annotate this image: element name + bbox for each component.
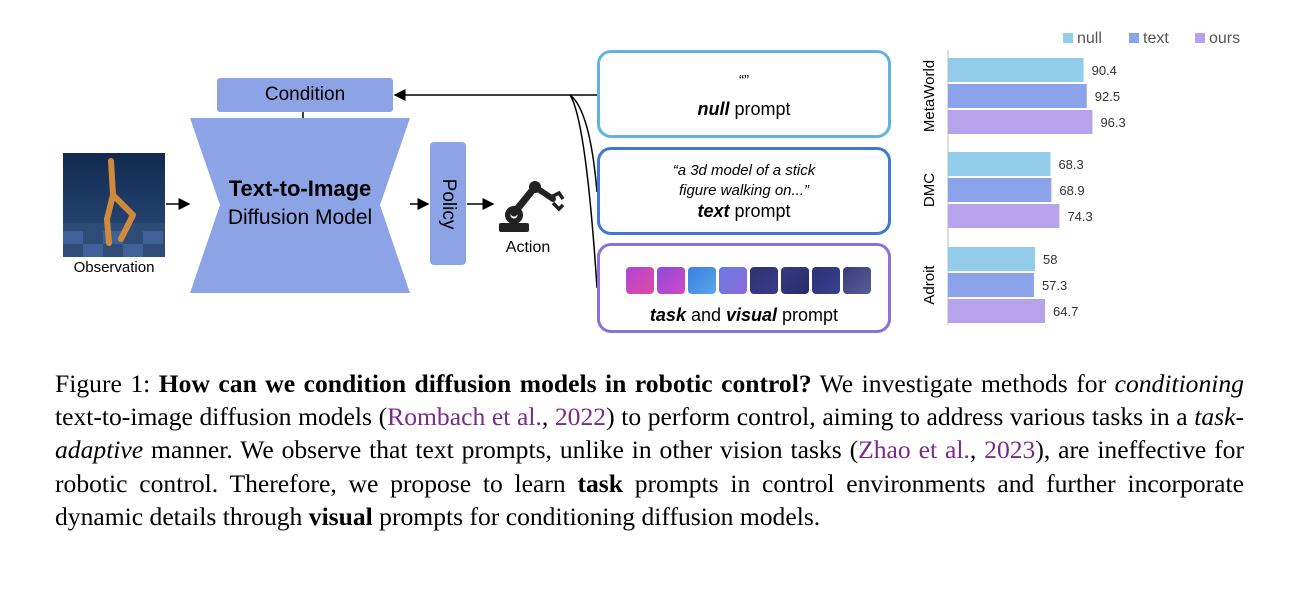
prompt-visual-thumbnail <box>781 267 809 294</box>
visual-prompt-label: task and visual prompt <box>649 305 839 325</box>
bar-dmc-text <box>948 178 1052 202</box>
diffusion-model-block <box>190 118 410 293</box>
bar-value-label: 57.3 <box>1042 278 1067 293</box>
bar-dmc-ours <box>948 204 1060 228</box>
observation-image <box>63 153 165 257</box>
bar-value-label: 74.3 <box>1067 209 1092 224</box>
bar-value-label: 68.3 <box>1058 157 1083 172</box>
prompt-visual-thumbnail <box>750 267 778 294</box>
caption-text: ) to perform control, aiming to address … <box>606 402 1195 432</box>
text-prompt-quote: “a 3d model of a stick figure walking on… <box>672 162 816 199</box>
legend-swatch-null <box>1063 33 1073 43</box>
caption-text: ), are ineffective for robotic control. … <box>55 435 1245 498</box>
visual-prompt-box: task and visual prompt <box>597 243 891 333</box>
caption-text: prompts in control environments and furt… <box>55 468 1244 531</box>
citation-rombach-link[interactable]: Rombach et al., 2022 <box>387 402 607 432</box>
category-label-metaworld: MetaWorld <box>921 60 938 132</box>
text-prompt-label: text prompt <box>697 201 791 221</box>
text-prompt-box: “a 3d model of a stick figure walking on… <box>597 147 891 235</box>
prompt-robot-thumbnail <box>719 267 747 294</box>
bar-metaworld-text <box>948 84 1087 108</box>
category-label-adroit: Adroit <box>921 265 938 305</box>
null-prompt-label: null prompt <box>697 99 791 119</box>
text-prompt-branch <box>569 94 598 193</box>
policy-box <box>430 142 466 265</box>
null-prompt-quote: “” <box>739 72 749 89</box>
policy-label: Policy <box>438 178 459 230</box>
null-prompt-box: “” null prompt <box>597 50 891 138</box>
prompt-robot-thumbnail <box>688 267 716 294</box>
legend-label-text: text <box>1143 30 1169 47</box>
caption-text: text-to-image diffusion models ( <box>55 402 388 432</box>
legend-swatch-ours <box>1195 33 1205 43</box>
citation-zhao-link[interactable]: Zhao et al., 2023 <box>858 435 1036 465</box>
bar-value-label: 68.9 <box>1059 183 1084 198</box>
caption-text: We investigate methods for <box>811 369 1115 398</box>
caption-emphasis: task-adaptive <box>55 402 1244 465</box>
bar-adroit-ours <box>948 299 1046 323</box>
legend-swatch-text <box>1129 33 1139 43</box>
bar-adroit-null <box>948 247 1035 271</box>
bar-value-label: 58 <box>1043 252 1057 267</box>
caption-title: How can we condition diffusion models in… <box>158 369 812 398</box>
observation-label: Observation <box>73 259 155 276</box>
category-label-dmc: DMC <box>921 173 938 207</box>
action-label: Action <box>505 239 551 256</box>
caption-emphasis: conditioning <box>1114 369 1244 398</box>
caption-text: manner. We observe that text prompts, un… <box>143 435 859 465</box>
bar-adroit-text <box>948 273 1034 297</box>
prompt-robot-thumbnail <box>657 267 685 294</box>
bar-value-label: 92.5 <box>1095 89 1120 104</box>
figure-caption: Figure 1: How can we condition diffusion… <box>55 367 1244 533</box>
figure-label: Figure 1: <box>55 369 159 398</box>
bar-value-label: 96.3 <box>1100 115 1125 130</box>
bar-metaworld-ours <box>948 110 1093 134</box>
robot-arm-icon <box>499 181 565 232</box>
prompt-visual-thumbnail <box>843 267 871 294</box>
caption-emphasis: visual <box>308 501 373 531</box>
condition-box: Condition <box>217 78 393 112</box>
prompt-robot-thumbnail <box>626 267 654 294</box>
diagram-arrows <box>166 89 598 289</box>
bar-value-label: 64.7 <box>1053 304 1078 319</box>
visual-prompt-branch <box>569 94 598 289</box>
bar-value-label: 90.4 <box>1092 63 1117 78</box>
legend-label-ours: ours <box>1209 30 1240 47</box>
diffusion-model-subtitle: Diffusion Model <box>227 206 373 229</box>
caption-text: prompts for conditioning diffusion model… <box>372 501 821 531</box>
bar-dmc-null <box>948 152 1051 176</box>
bar-metaworld-null <box>948 58 1084 82</box>
legend-label-null: null <box>1077 30 1102 47</box>
prompt-visual-thumbnail <box>812 267 840 294</box>
caption-emphasis: task <box>577 468 623 498</box>
diffusion-model-title: Text-to-Image <box>228 176 372 201</box>
